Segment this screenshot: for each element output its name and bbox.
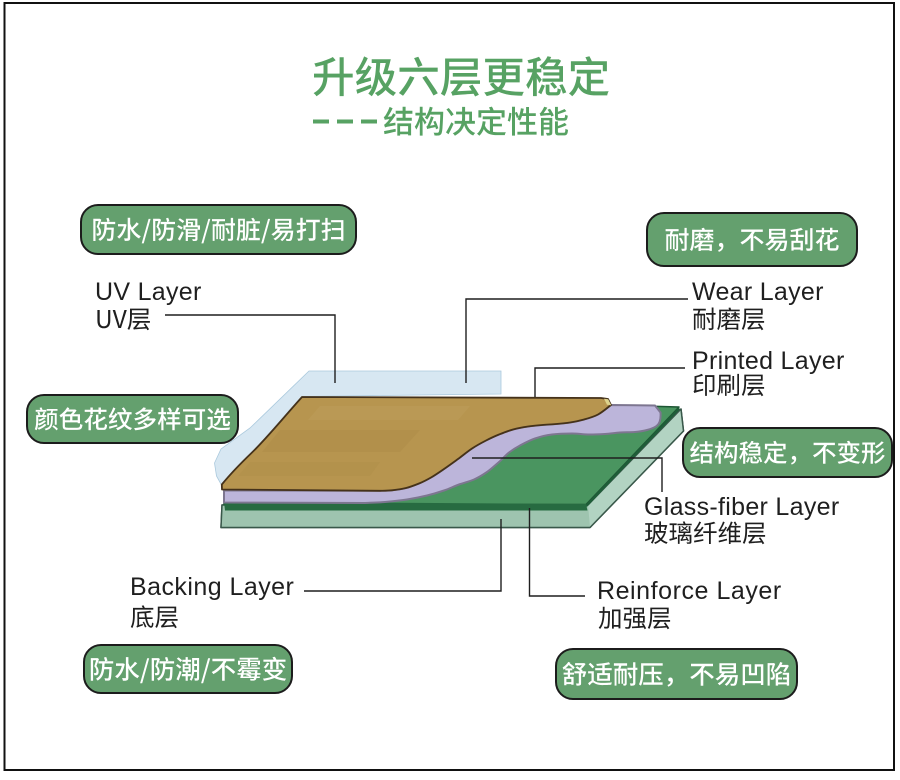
svg-text:Wear Layer: Wear Layer <box>692 278 824 306</box>
svg-text:Glass-fiber Layer: Glass-fiber Layer <box>644 493 839 521</box>
svg-text:Reinforce Layer: Reinforce Layer <box>597 577 782 605</box>
svg-text:Backing Layer: Backing Layer <box>130 573 294 601</box>
svg-text:Printed Layer: Printed Layer <box>692 347 845 375</box>
svg-text:UV Layer: UV Layer <box>95 278 202 306</box>
